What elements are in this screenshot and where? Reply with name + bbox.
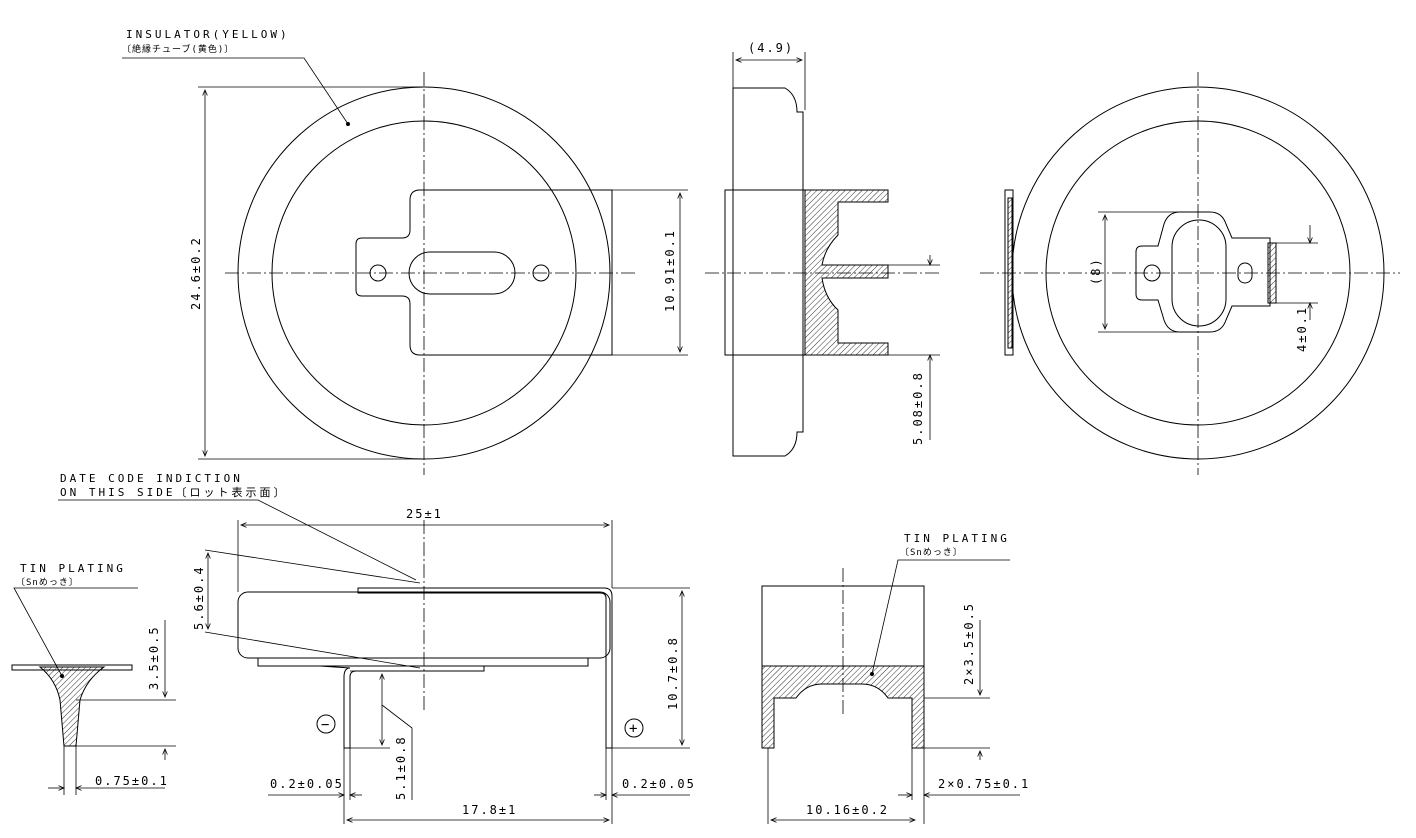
dim-length: 25±1 [406,507,443,521]
dim-total-height: 10.7±0.8 [666,636,680,710]
dim-pin-length: 5.1±0.8 [394,735,408,800]
dim-detail-width: 0.75±0.1 [95,774,169,788]
tin-plating-left-jp: 〔Snめっき〕 [16,577,79,588]
date-code-label-1: DATE CODE INDICTION [60,472,243,485]
dim-thickness: (4.9) [748,41,794,55]
dim-side-width: 2×0.75±0.1 [938,777,1030,791]
minus-terminal-icon [316,714,336,734]
plus-symbol: + [629,721,637,737]
plus-terminal-icon [624,718,644,738]
date-code-label-2: ON THIS SIDE〔ロット表示面〕 [60,485,287,499]
dim-detail-height: 3.5±0.5 [147,625,161,690]
dim-side-span: 10.16±0.2 [806,803,889,817]
minus-symbol: − [321,717,329,733]
front-view: DATE CODE INDICTION ON THIS SIDE〔ロット表示面〕… [58,472,696,824]
dim-pin-thickness-right: 0.2±0.05 [622,777,696,791]
bottom-view: (8) 4±0.1 [980,72,1400,475]
side-view: (4.9) 5.08±0.8 [705,41,940,457]
dim-pin-thickness-left: 0.2±0.05 [270,777,344,791]
dim-tab-height: 4±0.1 [1295,306,1309,352]
insulator-jp-label: 〔絶縁チューブ(黄色)〕 [122,43,234,55]
end-view: TIN PLATING 〔Snめっき〕 2×3.5±0.5 2×0.75±0.1… [761,532,1030,824]
dim-body-height: 5.6±0.4 [192,565,206,630]
pin-detail-view: TIN PLATING 〔Snめっき〕 3.5±0.5 0.75±0.1 [11,562,176,795]
tin-plating-right-jp: 〔Snめっき〕 [900,547,963,558]
insulator-label: INSULATOR(YELLOW) [126,28,290,41]
dim-hole-span: (8) [1089,257,1103,285]
dim-diameter: 24.6±0.2 [189,236,203,310]
dim-side-height: 2×3.5±0.5 [962,602,976,685]
top-view: INSULATOR(YELLOW) 〔絶縁チューブ(黄色)〕 24.6±0.2 … [122,28,688,475]
dim-pin-span: 17.8±1 [462,803,517,817]
tin-plating-right-label: TIN PLATING [904,532,1010,545]
dim-pin-offset: 5.08±0.8 [911,371,925,445]
dim-tab-width: 10.91±0.1 [663,229,677,312]
tin-plating-left-label: TIN PLATING [20,562,126,575]
